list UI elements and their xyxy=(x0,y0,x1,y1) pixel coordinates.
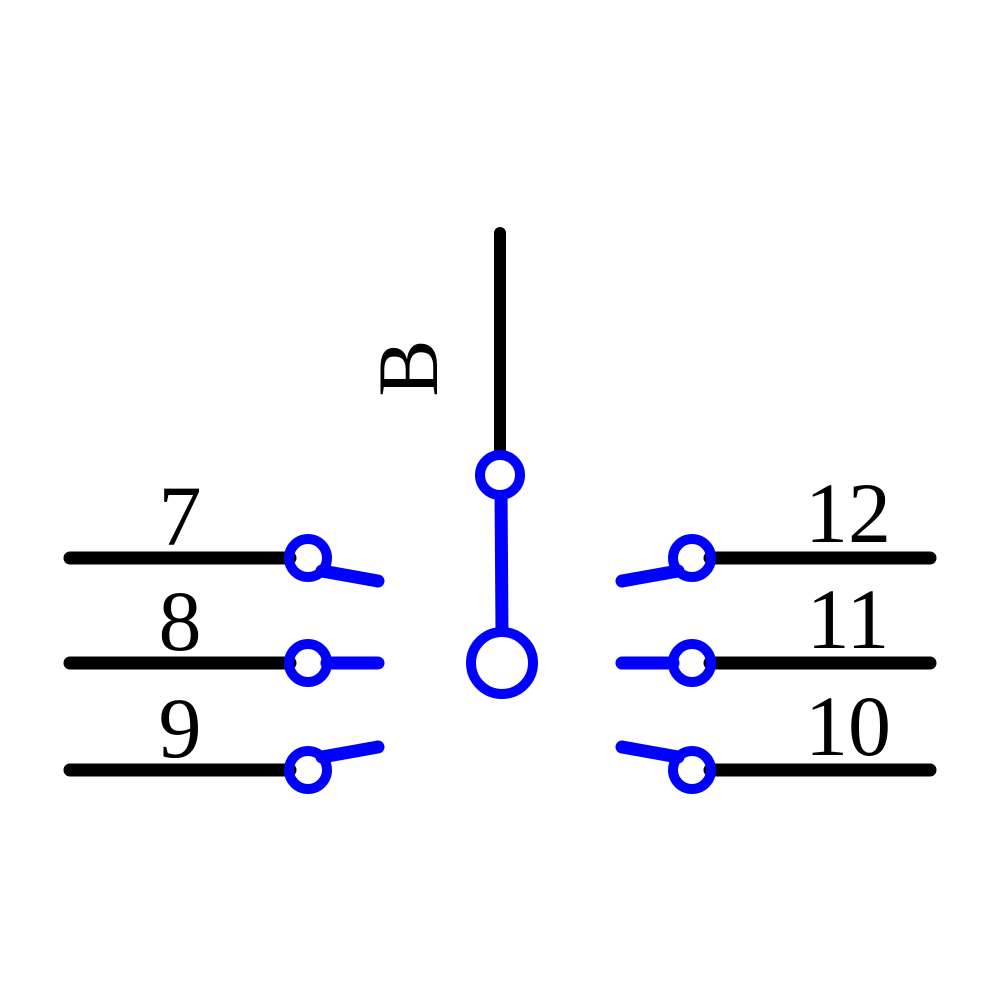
contact-lever-7[interactable] xyxy=(315,564,385,588)
contact-label-7: 7 xyxy=(159,468,202,564)
contact-label-8: 8 xyxy=(159,573,202,669)
left-contact-group: 7 8 9 xyxy=(63,468,385,794)
contact-ring-10[interactable] xyxy=(668,746,716,794)
contact-terminal-9[interactable]: 9 xyxy=(63,680,385,794)
common-pivot-ring[interactable] xyxy=(475,450,525,500)
contact-terminal-10[interactable]: 10 xyxy=(615,678,937,794)
contact-ring-7[interactable] xyxy=(284,534,332,582)
contact-lever-12[interactable] xyxy=(615,564,685,588)
contact-ring-12[interactable] xyxy=(668,534,716,582)
contact-lever-9[interactable] xyxy=(315,740,385,764)
contact-terminal-8[interactable]: 8 xyxy=(63,573,385,687)
contact-lever-10[interactable] xyxy=(615,740,685,764)
common-terminal-label: B xyxy=(360,339,456,396)
contact-label-9: 9 xyxy=(159,680,202,776)
contact-terminal-7[interactable]: 7 xyxy=(63,468,385,588)
contact-label-12: 12 xyxy=(805,465,891,561)
contact-label-11: 11 xyxy=(807,571,890,667)
contact-terminal-11[interactable]: 11 xyxy=(615,571,937,687)
common-terminal-group[interactable]: B xyxy=(360,227,538,699)
contact-label-10: 10 xyxy=(805,678,891,774)
contact-terminal-12[interactable]: 12 xyxy=(615,465,937,588)
right-contact-group: 12 11 10 xyxy=(615,465,937,794)
common-arm[interactable] xyxy=(494,483,509,639)
common-end-ring[interactable] xyxy=(466,627,538,699)
contact-ring-9[interactable] xyxy=(284,746,332,794)
